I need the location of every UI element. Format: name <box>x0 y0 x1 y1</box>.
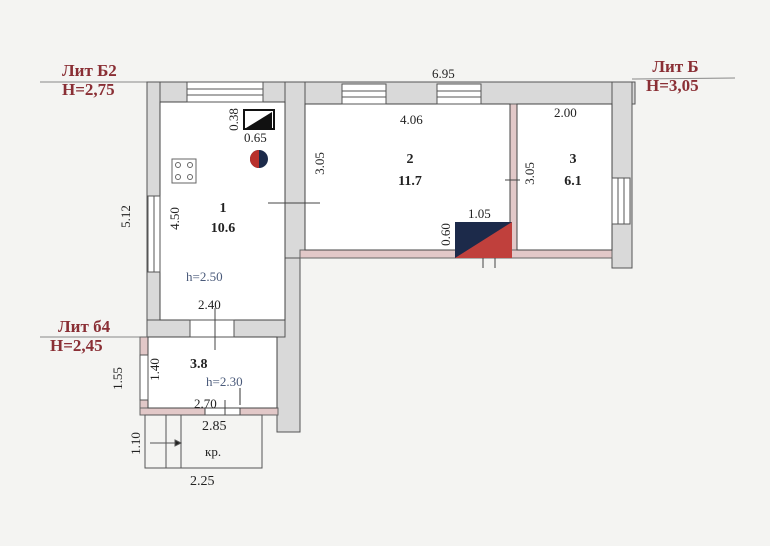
dim-r3-height: 3.05 <box>521 162 537 185</box>
room-3-area: 6.1 <box>564 174 582 189</box>
dim-r3-width: 2.00 <box>554 105 577 120</box>
lit-b-leader <box>631 77 736 80</box>
dim-r1-width: 2.40 <box>198 297 221 312</box>
room-2-area: 11.7 <box>398 174 422 189</box>
room-4-ceiling: h=2.30 <box>206 374 243 389</box>
lit-b-name: Лит Б <box>652 57 699 76</box>
porch-label: кр. <box>205 444 222 459</box>
dim-porch-width-top: 2.85 <box>202 419 227 434</box>
lit-b2-height: H=2,75 <box>62 79 115 99</box>
dim-porch-height: 1.10 <box>127 432 143 455</box>
lit-b2-name: Лит Б2 <box>62 61 117 80</box>
dim-r2-height: 3.05 <box>311 152 327 175</box>
room-1-area: 10.6 <box>210 221 236 236</box>
lit-b-height: H=3,05 <box>646 75 699 95</box>
lit-b-label: Лит Б H=3,05 <box>646 57 699 95</box>
dim-r4-outer-height: 1.55 <box>109 367 125 390</box>
dim-total-width: 6.95 <box>432 66 455 81</box>
doors <box>204 179 520 416</box>
dim-r1-outer-height: 5.12 <box>117 205 133 228</box>
lit-b4-height: H=2,45 <box>50 335 103 355</box>
dim-porch-width: 2.25 <box>190 474 215 489</box>
lit-b2-label: Лит Б2 H=2,75 <box>62 61 117 99</box>
room-1-ceiling: h=2.50 <box>186 269 223 284</box>
stove-icon <box>171 158 197 184</box>
dim-oven-h: 0.60 <box>437 223 453 246</box>
porch <box>144 414 263 469</box>
dim-oven-w: 1.05 <box>468 206 491 221</box>
lit-b4-label: Лит б4 H=2,45 <box>50 317 111 355</box>
dim-r2-width: 4.06 <box>400 112 423 127</box>
oven-icon <box>455 222 512 258</box>
dim-stove-w: 0.65 <box>244 130 267 145</box>
dim-r1-height: 4.50 <box>166 207 182 230</box>
room-2-number: 2 <box>406 152 414 167</box>
room-interiors <box>147 101 613 409</box>
room-3-number: 3 <box>569 152 577 167</box>
dim-r4-width: 2.70 <box>194 396 217 411</box>
heater-icon <box>243 109 275 130</box>
dim-r4-height: 1.40 <box>146 358 162 381</box>
room-1-number: 1 <box>219 201 227 216</box>
windows <box>139 81 631 401</box>
dim-stove-h: 0.38 <box>225 108 241 131</box>
lit-b4-name: Лит б4 <box>58 317 111 336</box>
gas-meter-icon <box>250 150 268 168</box>
room-4-area: 3.8 <box>190 357 208 372</box>
